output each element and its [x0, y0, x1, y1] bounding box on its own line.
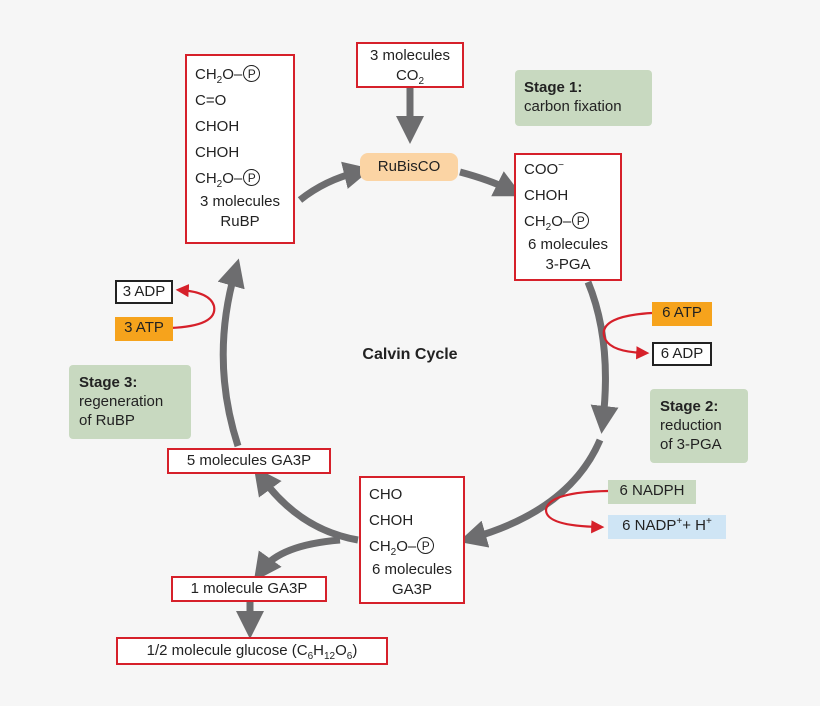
five-ga3p-box: 5 molecules GA3P [167, 448, 331, 474]
stage-3-label: Stage 3: [79, 374, 138, 391]
rubp-line4: CHOH [195, 144, 240, 161]
ga3p-caption1: 6 molecules [371, 561, 453, 578]
hydrogen-charge: + [705, 516, 712, 527]
stage-3-box: Stage 3: regeneration of RuBP [69, 365, 191, 439]
ga3p-caption2: GA3P [391, 581, 433, 598]
pga-charge: − [558, 160, 565, 171]
arrow-reduction-to-ga3p [458, 438, 604, 548]
co2-formula: CO [395, 67, 419, 84]
arrow-pga-to-reduction [584, 280, 619, 434]
arrow-five-to-rubp [217, 258, 245, 448]
glucose-sub-c: 6 [307, 651, 314, 662]
rubp-sub1: 2 [216, 75, 223, 86]
glucose-sub-o: 6 [346, 651, 353, 662]
rubp-ch2: CH [195, 170, 217, 187]
rubp-o: O– [222, 66, 243, 83]
nadp-charge: + [676, 516, 683, 527]
stage-2-line2: reduction [660, 417, 722, 434]
arrow-rubisco-to-pga [459, 168, 523, 197]
co2-box: 3 molecules CO2 [356, 42, 464, 88]
rubp-caption1: 3 molecules [199, 193, 281, 210]
adp6-tag: 6 ADP [652, 342, 712, 366]
atp6-tag: 6 ATP [652, 302, 712, 326]
rubisco-enzyme: RuBisCO [360, 153, 458, 181]
rubp-line1: CH2O–P [195, 62, 293, 88]
rubp-line5: CH2O–P [195, 166, 293, 192]
nadp-hydrogen: + H [682, 517, 706, 534]
glucose-h: H [313, 642, 324, 659]
phosphate-icon: P [417, 537, 435, 554]
pga-coo: COO [524, 161, 559, 178]
arrow-atp3-to-adp3 [169, 284, 216, 330]
co2-line1: 3 molecules [369, 47, 451, 64]
glucose-close: ) [352, 642, 358, 659]
nadp-tag: 6 NADP++ H+ [608, 515, 726, 539]
glucose-sub-h: 12 [323, 651, 336, 662]
ga3p-line1: CHO [369, 486, 403, 503]
arrow-ga3p-to-five [253, 466, 359, 544]
glucose-o: O [335, 642, 347, 659]
pga-line3: CH2O–P [524, 209, 620, 235]
co2-line2: CO2 [358, 66, 462, 87]
arrow-rubp-to-rubisco [297, 161, 372, 203]
pga-caption2: 3-PGA [545, 256, 591, 273]
pga-line1: COO− [524, 157, 620, 183]
stage-2-line3: of 3-PGA [660, 436, 722, 453]
pga-caption1: 6 molecules [527, 236, 609, 253]
rubp-caption2: RuBP [220, 213, 260, 230]
pga-ch: CH [524, 213, 546, 230]
rubp-box: CH2O–P C=O CHOH CHOH CH2O–P 3 molecules … [185, 54, 295, 244]
rubp-line3: CHOH [195, 118, 240, 135]
stage-1-text: carbon fixation [524, 98, 622, 115]
rubp-ch: CH [195, 66, 217, 83]
rubp-sub5: 2 [216, 179, 223, 190]
phosphate-icon: P [243, 65, 261, 82]
stage-1-box: Stage 1: carbon fixation [515, 70, 652, 126]
stage-2-box: Stage 2: reduction of 3-PGA [650, 389, 748, 463]
rubp-o2: O– [222, 170, 243, 187]
ga3p-line3: CH2O–P [369, 534, 463, 560]
stage-1-label: Stage 1: [524, 79, 583, 96]
ga3p-line2: CHOH [369, 512, 414, 529]
ga3p-sub: 2 [390, 547, 397, 558]
ga3p-box: CHO CHOH CH2O–P 6 molecules GA3P [359, 476, 465, 604]
glucose-box: 1/2 molecule glucose (C6H12O6) [116, 637, 388, 665]
stage-3-line2: regeneration [79, 393, 164, 410]
pga-o: O– [551, 213, 572, 230]
stage-2-label: Stage 2: [660, 398, 719, 415]
ga3p-o: O– [396, 538, 417, 555]
pga-sub: 2 [545, 222, 552, 233]
atp3-tag: 3 ATP [115, 317, 173, 341]
adp3-tag: 3 ADP [115, 280, 173, 304]
nadph-tag: 6 NADPH [608, 480, 696, 504]
ga3p-ch: CH [369, 538, 391, 555]
pga-box: COO− CHOH CH2O–P 6 molecules 3-PGA [514, 153, 622, 281]
glucose-text: 1/2 molecule glucose (C [146, 642, 308, 659]
nadp-text: 6 NADP [622, 517, 677, 534]
arrow-atp6-to-adp6 [602, 311, 653, 360]
phosphate-icon: P [572, 212, 590, 229]
arrow-branch-to-one [253, 536, 341, 582]
rubp-line2: C=O [195, 92, 227, 109]
stage-3-line3: of RuBP [79, 412, 135, 429]
diagram-title: Calvin Cycle [362, 346, 458, 363]
co2-subscript: 2 [418, 76, 425, 87]
pga-line2: CHOH [524, 187, 569, 204]
one-ga3p-box: 1 molecule GA3P [171, 576, 327, 602]
phosphate-icon: P [243, 169, 261, 186]
arrow-nadph-to-nadp [544, 489, 609, 534]
